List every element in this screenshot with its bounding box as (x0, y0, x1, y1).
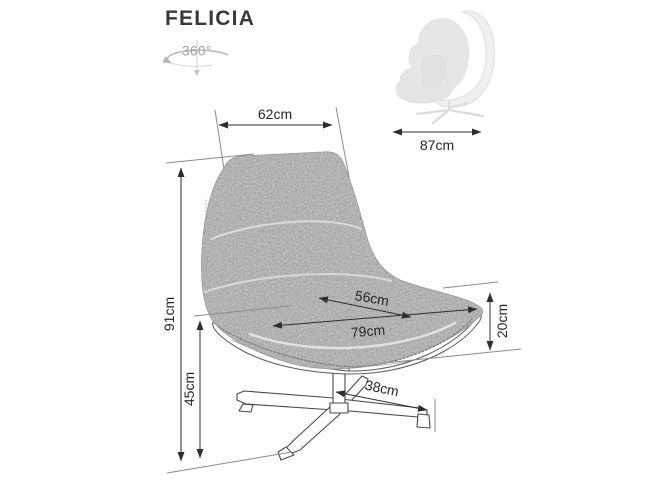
dim-label-overall-width: 79cm (350, 321, 386, 341)
chair-front-view (201, 151, 484, 370)
extension-lines (165, 106, 522, 474)
dim-label-seat-edge-thickness: 20cm (494, 303, 510, 339)
dim-label-total-height: 91cm (161, 296, 177, 332)
dim-label-seat-height: 45cm (181, 371, 197, 407)
chair-base (236, 365, 431, 461)
chair-side-view (395, 10, 495, 125)
chair-fabric-seams (204, 199, 473, 368)
dim-line-38cm (335, 390, 428, 412)
product-title: FELICIA (165, 7, 256, 30)
rotation-360-icon (162, 40, 229, 76)
dimension-lines (177, 121, 494, 462)
rotation-360-label: 360° (182, 43, 212, 59)
dim-label-overall-depth: 87cm (419, 137, 455, 153)
dim-label-backrest-width: 62cm (257, 106, 293, 122)
dim-line-79cm (272, 306, 478, 329)
